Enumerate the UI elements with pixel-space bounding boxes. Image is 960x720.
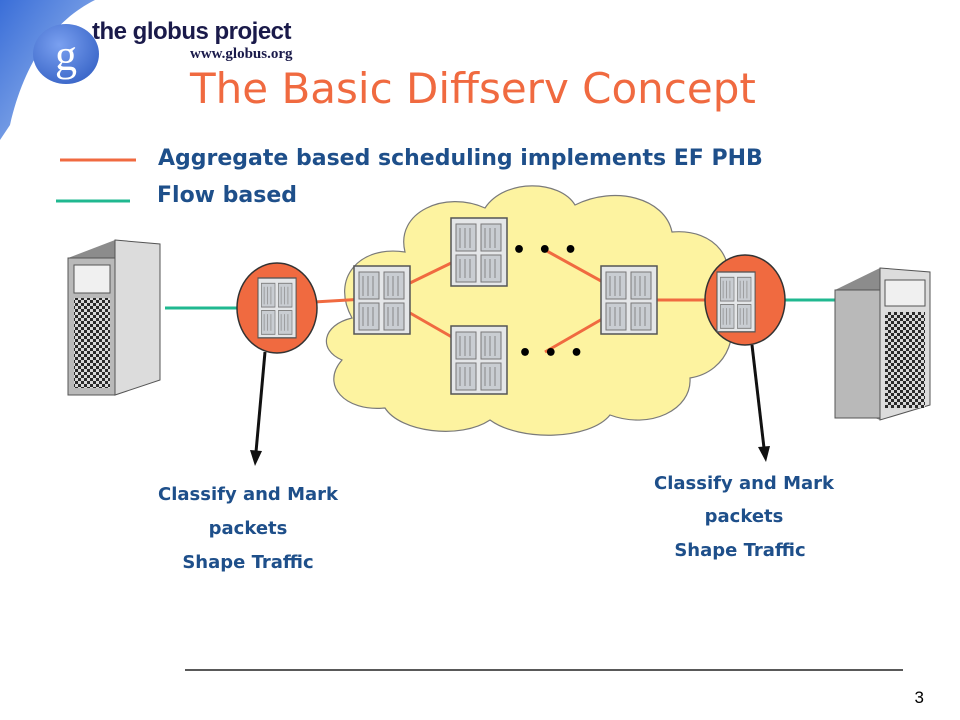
right-edge-router-icon <box>704 254 786 346</box>
right-host-server-icon <box>834 267 931 421</box>
core-router-icon <box>600 265 658 335</box>
decorative-arc <box>0 0 95 140</box>
left-arrow-icon <box>250 351 267 466</box>
left-host-server-icon <box>67 239 161 396</box>
right-caption-line-3: Shape Traffic <box>674 540 806 561</box>
logo-letter: g <box>55 31 77 80</box>
globus-logo-icon <box>33 24 99 84</box>
bottom-ellipsis: • • • <box>518 341 586 366</box>
flow-legend-label: Flow based <box>157 183 298 208</box>
core-router-icon <box>450 217 508 287</box>
logo-url: www.globus.org <box>190 46 293 62</box>
left-edge-router-icon <box>236 262 318 354</box>
core-router-icon <box>450 325 508 395</box>
core-router-icon <box>353 265 411 335</box>
slide-title: The Basic Diffserv Concept <box>190 64 756 113</box>
right-caption-line-2: packets <box>704 506 784 527</box>
left-caption-line-1: Classify and Mark <box>158 484 338 505</box>
left-caption-line-3: Shape Traffic <box>182 552 314 573</box>
aggregate-legend-label: Aggregate based scheduling implements EF… <box>158 146 763 171</box>
left-caption-line-2: packets <box>208 518 288 539</box>
logo-name: the globus project <box>92 18 292 45</box>
right-arrow-icon <box>750 344 770 462</box>
page-number: 3 <box>914 688 924 707</box>
top-ellipsis: • • • <box>512 238 580 263</box>
right-caption-line-1: Classify and Mark <box>654 473 834 494</box>
